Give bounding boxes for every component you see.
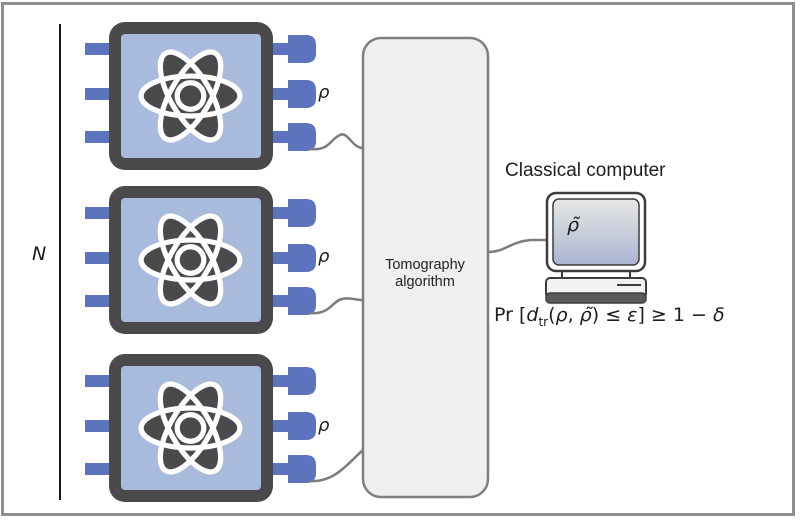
tomography-algorithm-block	[361, 36, 490, 499]
computer-base-shadow	[545, 292, 647, 304]
cable-to-computer	[487, 238, 548, 254]
input-pin	[85, 295, 115, 307]
output-plug	[288, 455, 316, 483]
tomography-label-line-1: Tomography	[385, 257, 465, 273]
formula-sep: ,	[567, 304, 580, 326]
quantum-device-2	[85, 186, 316, 334]
formula-arg-rho: ρ	[555, 304, 568, 326]
tomography-label-line-2: algorithm	[395, 274, 455, 290]
input-pin	[85, 375, 115, 387]
output-plug	[288, 367, 316, 395]
input-pin	[85, 463, 115, 475]
state-label-rho-3: ρ	[318, 415, 330, 436]
classical-computer-title: Classical computer	[505, 160, 666, 181]
input-pin	[85, 420, 115, 432]
copies-label-n: N	[32, 243, 47, 265]
quantum-device-1	[85, 22, 316, 170]
formula-distance: d	[526, 304, 539, 326]
formula-delta: δ	[712, 304, 725, 326]
output-pin	[268, 420, 292, 432]
output-plug	[288, 244, 316, 272]
output-plug	[288, 123, 316, 151]
output-plug	[288, 80, 316, 108]
monitor-screen	[552, 198, 640, 266]
state-label-rho-1: ρ	[318, 82, 330, 103]
input-pin	[85, 252, 115, 264]
output-pin	[268, 43, 292, 55]
quantum-device-3	[85, 354, 316, 502]
output-plug	[288, 412, 316, 440]
tomography-algorithm-label: Tomography algorithm	[362, 257, 488, 291]
formula-prefix: Pr [	[494, 304, 527, 326]
output-pin	[268, 375, 292, 387]
output-pin	[268, 88, 292, 100]
cable-to-tomography	[309, 297, 364, 315]
formula-close-bracket: ]	[637, 304, 645, 326]
output-pin	[268, 207, 292, 219]
output-pin	[268, 295, 292, 307]
formula-leq: ≤	[599, 304, 628, 326]
input-pin	[85, 88, 115, 100]
formula-open-paren: (	[548, 304, 556, 326]
input-pin	[85, 43, 115, 55]
estimate-on-screen: ρ̃	[567, 214, 580, 236]
output-pin	[268, 463, 292, 475]
formula-close-paren: )	[591, 304, 600, 326]
state-label-rho-2: ρ	[318, 246, 330, 267]
formula-geq: ≥ 1 −	[644, 304, 713, 326]
cable-to-tomography	[309, 133, 364, 151]
output-plug	[288, 35, 316, 63]
formula-distance-subscript: tr	[538, 315, 549, 329]
cable-to-tomography	[309, 449, 364, 483]
guarantee-formula: Pr [dtr(ρ, ρ̃) ≤ ε] ≥ 1 − δ	[494, 304, 725, 329]
output-pin	[268, 252, 292, 264]
output-plug	[288, 287, 316, 315]
output-plug	[288, 199, 316, 227]
input-pin	[85, 207, 115, 219]
output-pin	[268, 131, 292, 143]
cables	[309, 133, 364, 483]
classical-computer-icon	[545, 191, 647, 304]
formula-arg-rho-tilde: ρ̃	[579, 304, 592, 326]
formula-epsilon: ε	[627, 304, 638, 326]
quantum-devices	[85, 22, 316, 502]
input-pin	[85, 131, 115, 143]
